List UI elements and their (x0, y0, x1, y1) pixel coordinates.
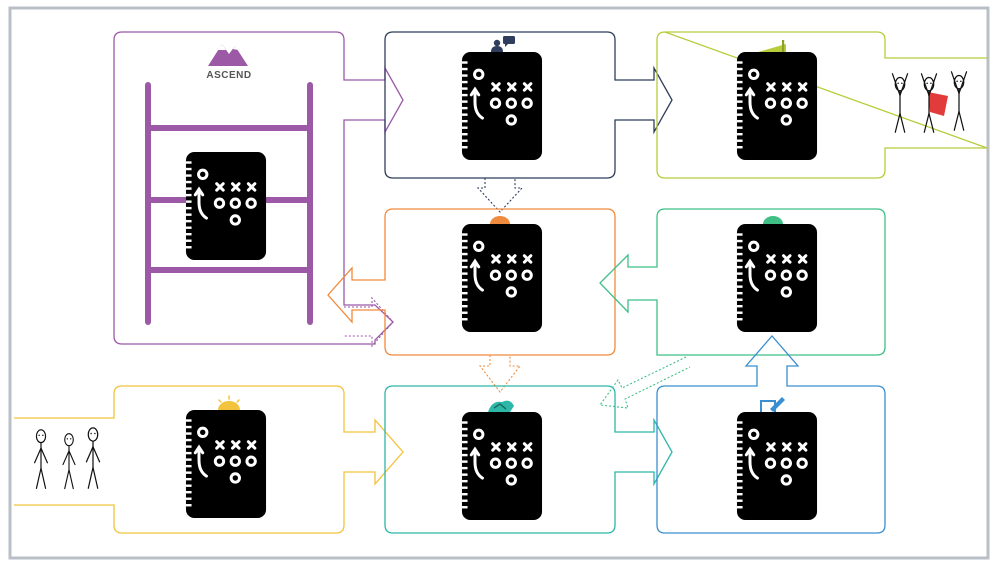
stage-engage (384, 385, 673, 534)
half-circle-icon (490, 216, 510, 224)
playbook-icon (460, 412, 544, 520)
sunrise-icon (218, 395, 240, 410)
playbook-icon (184, 410, 268, 518)
stage-celebrate (656, 31, 988, 179)
stage-ascend (113, 31, 404, 345)
playbook-icon (184, 152, 268, 260)
dotted-arrow-review-engage (599, 356, 691, 409)
stage-collaborate (384, 31, 673, 179)
playbook-icon (460, 224, 544, 332)
stage-coach (327, 208, 616, 356)
half-circle-icon (763, 216, 783, 224)
stage-review (599, 208, 886, 356)
dotted-arrow-collaborate-coach (476, 178, 524, 213)
stage-plan (656, 335, 886, 534)
ladder (145, 82, 313, 325)
person-chat-icon (491, 36, 515, 52)
playbook-icon (735, 224, 819, 332)
dotted-arrow-coach-engage (478, 355, 522, 393)
celebrating-stick-figures (891, 71, 968, 133)
mountain-icon (208, 44, 248, 66)
stage-start (14, 385, 404, 534)
playbook-icon (735, 412, 819, 520)
handshake-icon (488, 400, 514, 412)
flag-icon (758, 40, 786, 52)
dotted-arrow-ascend-coach (344, 296, 394, 348)
playbook-icon (460, 52, 544, 160)
ascend-label: ASCEND (206, 70, 251, 81)
playbook-icon (735, 52, 819, 160)
